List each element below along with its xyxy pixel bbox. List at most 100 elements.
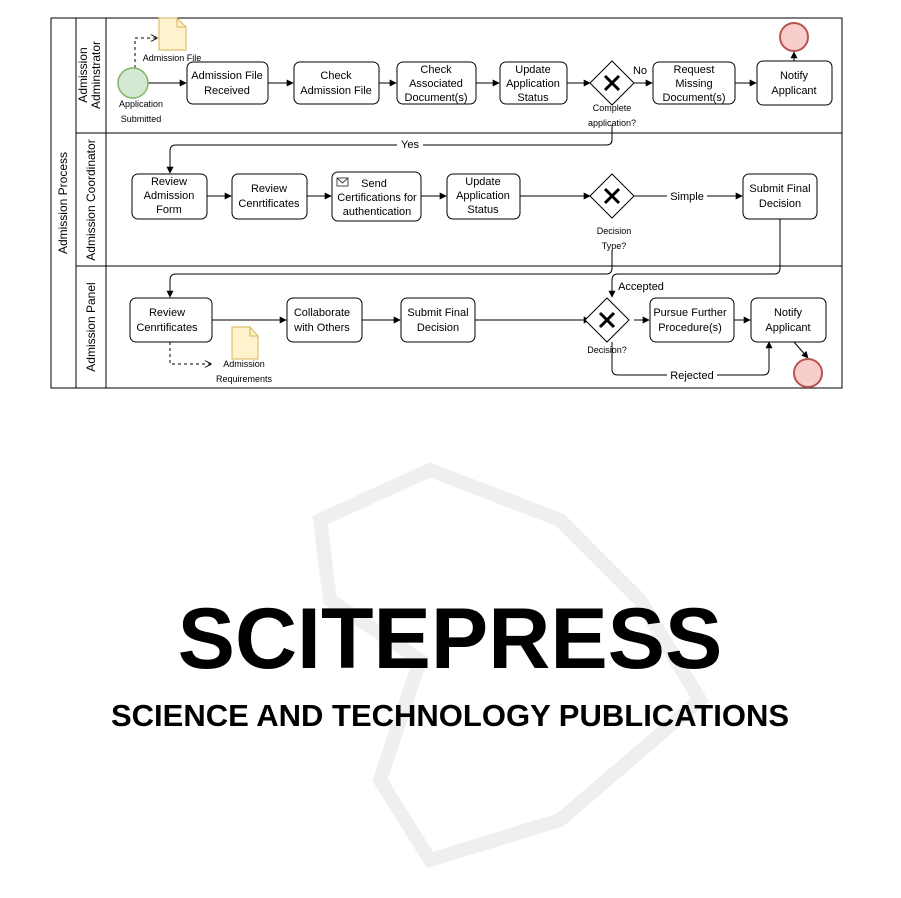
pool: Admission Process Admission Adminstrator… [50,17,843,389]
watermark-logo [312,462,710,869]
data-object-label: Admission File [143,53,202,63]
start-event-circle [117,67,149,99]
task-label-2: Application [506,78,560,90]
flow-label-accepted: Accepted [618,281,664,293]
pool-title: Admission Process [56,152,70,254]
lane-administrator-label-2: Adminstrator [89,41,103,109]
task-label-2: Certifications for [337,192,417,204]
task-collaborate-with-others[interactable]: Collaborate with Others [286,297,363,343]
task-label-2: with Others [293,322,350,334]
task-admission-file-received[interactable]: Admission File Received [186,61,269,105]
gateway-label-1: Complete [593,103,632,113]
lane-coordinator-label: Admission Coordinator [84,139,98,260]
task-box [499,61,568,105]
task-box [131,173,208,220]
task-label-3: Status [467,204,499,216]
task-label-1: Send [361,178,387,190]
task-label-1: Update [515,64,550,76]
exclusive-gateway-x-icon [603,74,621,92]
sequence-flows [148,51,809,376]
pool-border [50,17,843,389]
task-label-1: Check [320,70,352,82]
data-object-requirements[interactable]: Admission Requirements [216,326,273,384]
flow-label-simple: Simple [670,191,704,203]
task-label-1: Collaborate [294,307,350,319]
gateway-decision-type[interactable]: Decision Type? [589,173,635,251]
task-submit-final-decision-1[interactable]: Submit Final Decision [742,173,818,220]
task-box [231,173,308,220]
task-label-1: Review [149,307,185,319]
task-label-2: Missing [675,78,712,90]
document-fold-icon [176,18,186,28]
flow-label-no: No [633,65,647,77]
task-notify-applicant-1[interactable]: Notify Applicant [756,60,833,106]
flow-label-rejected: Rejected [670,370,713,382]
envelope-icon [336,177,349,187]
end-event-administrator[interactable] [779,22,809,52]
data-object-admission-file[interactable]: Admission File [143,17,202,63]
task-update-application-status-2[interactable]: Update Application Status [446,173,521,220]
data-object-label-2: Requirements [216,374,273,384]
gateway-decision[interactable]: Decision? [584,297,630,355]
task-label-3: authentication [343,206,412,218]
exclusive-gateway-x-icon [598,311,616,329]
flow-decision-type-to-panel [166,250,613,298]
task-box [129,297,213,343]
task-box [396,61,477,105]
task-label-1: Request [674,64,715,76]
document-fold-icon [249,327,258,337]
task-label-1: Admission File [191,70,263,82]
end-event-circle [779,22,809,52]
task-label-1: Review [151,176,187,188]
task-label-2: Received [204,85,250,97]
document-icon [158,17,187,51]
flow-label-simple-bg [667,190,707,202]
task-label-2: Cenrtificates [136,322,198,334]
task-box [742,173,818,220]
end-event-circle [793,358,823,388]
exclusive-gateway-x-icon [603,187,621,205]
task-label-2: Application [456,190,510,202]
task-box [756,60,833,106]
task-box [331,171,422,222]
task-request-missing-documents[interactable]: Request Missing Document(s) [652,61,736,105]
start-event[interactable]: Application Submitted [117,67,163,124]
flow-label-rejected-bg [667,369,717,381]
end-event-panel[interactable] [793,358,823,388]
watermark: SCITEPRESS SCIENCE AND TECHNOLOGY PUBLIC… [111,462,789,869]
flow-label-yes-bg [397,138,423,150]
task-label-2: Admission File [300,85,372,97]
task-pursue-further-procedures[interactable]: Pursue Further Procedure(s) [649,297,735,343]
gateway-label-1: Decision [597,226,632,236]
task-review-admission-form[interactable]: Review Admission Form [131,173,208,220]
gateway-complete-application[interactable]: Complete application? [588,60,636,128]
task-label-2: Admission [144,190,195,202]
task-label-1: Submit Final [407,307,468,319]
task-check-admission-file[interactable]: Check Admission File [293,61,380,105]
task-submit-final-decision-2[interactable]: Submit Final Decision [400,297,476,343]
task-notify-applicant-2[interactable]: Notify Applicant [750,297,827,343]
task-label-2: Decision [417,322,459,334]
task-label-2: Procedure(s) [658,322,722,334]
watermark-title: SCITEPRESS [178,591,723,687]
flow-label-yes: Yes [401,139,419,151]
task-check-associated-documents[interactable]: Check Associated Document(s) [396,61,477,105]
gateway-label-1: Decision? [587,345,627,355]
task-label-1: Notify [780,70,809,82]
data-object-label-1: Admission [223,359,265,369]
task-label-2: Applicant [771,85,816,97]
task-label-1: Review [251,183,287,195]
task-box [649,297,735,343]
task-review-certificates-2[interactable]: Review Cenrtificates [129,297,213,343]
task-update-application-status-1[interactable]: Update Application Status [499,61,568,105]
task-box [652,61,736,105]
task-label-3: Status [517,92,549,104]
task-send-certifications[interactable]: Send Certifications for authentication [331,171,422,222]
task-review-certificates-1[interactable]: Review Cenrtificates [231,173,308,220]
flow-final-decision-to-gateway [608,219,781,298]
task-label-1: Submit Final [749,183,810,195]
task-label-1: Check [420,64,452,76]
task-label-3: Form [156,204,182,216]
task-label-2: Associated [409,78,463,90]
